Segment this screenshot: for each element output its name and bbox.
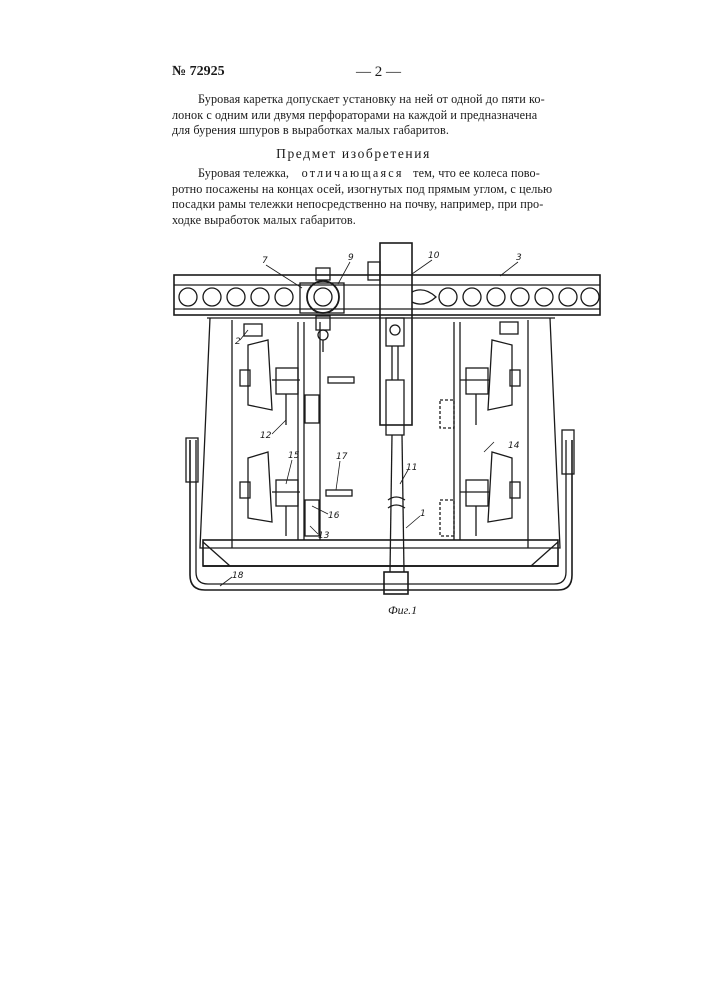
beam-hole [275,288,293,306]
perforator-upper-right [460,340,520,425]
left-column [298,322,320,540]
perforator-upper-left [240,340,300,425]
label-9: 9 [348,253,354,263]
label-12: 12 [260,431,272,441]
central-column [368,243,436,594]
label-1: 1 [420,509,426,519]
figure-caption: Фиг.1 [388,603,417,618]
label-14: 14 [508,441,520,451]
label-2: 2 [235,337,241,347]
beam-hole [203,288,221,306]
top-beam [174,275,600,315]
beam-hole [251,288,269,306]
beam-clamp [300,268,344,352]
beam-hole [227,288,245,306]
beam-hole [559,288,577,306]
beam-hole [511,288,529,306]
label-10: 10 [428,251,440,261]
label-7: 7 [262,256,268,266]
beam-hole [463,288,481,306]
label-11: 11 [406,463,417,473]
beam-holes [179,288,599,306]
small-clamps [244,322,518,336]
beam-hole [581,288,599,306]
right-column [440,322,460,540]
beam-hole [439,288,457,306]
perforator-lower-right [460,452,520,536]
label-17: 17 [336,452,348,462]
beam-hole [535,288,553,306]
beam-hole [179,288,197,306]
label-13: 13 [318,531,330,541]
drill-rods [326,377,354,496]
label-15: 15 [288,451,300,461]
beam-hole [487,288,505,306]
label-3: 3 [516,253,522,263]
label-18: 18 [232,571,244,581]
label-16: 16 [328,511,340,521]
